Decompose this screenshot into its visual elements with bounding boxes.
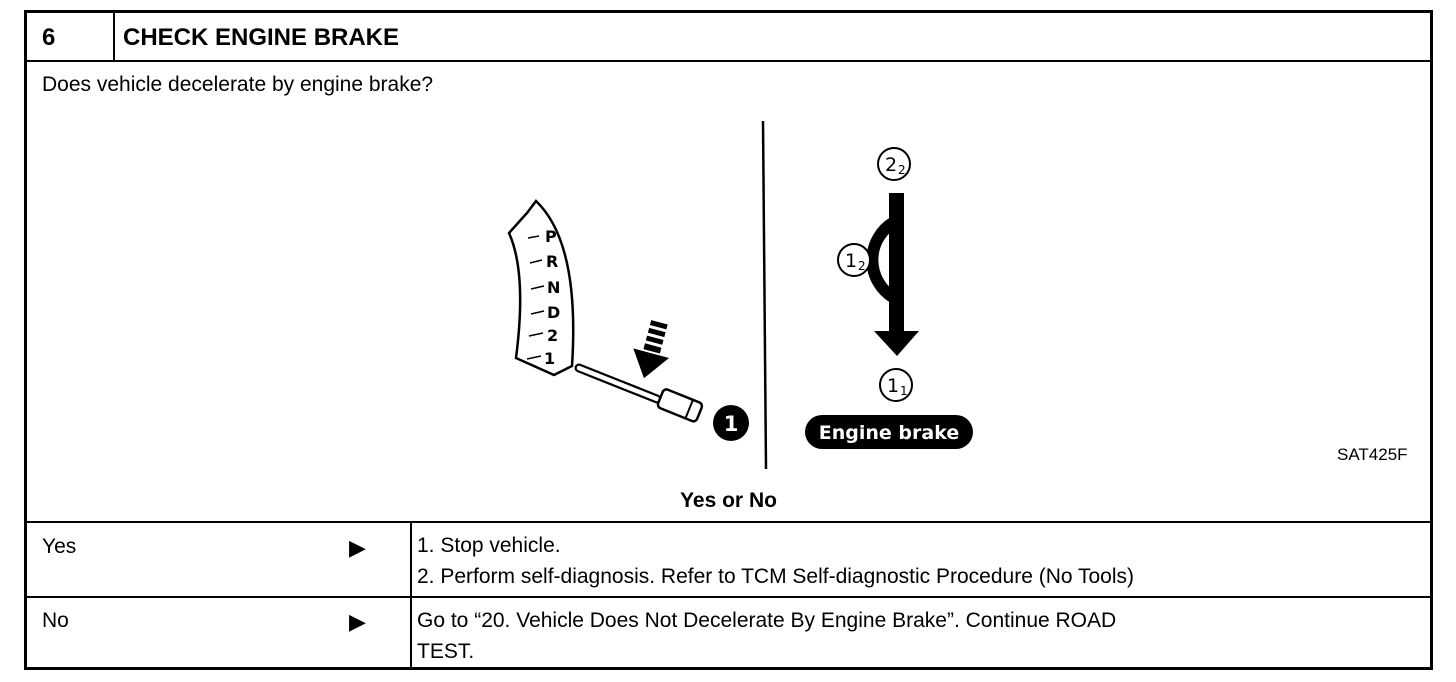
shift-arrow-head [874,331,919,356]
gear-2-2-circle [877,147,911,181]
step-title: CHECK ENGINE BRAKE [123,24,400,51]
gear-1-1-circle [879,368,913,402]
illustration-divider [761,120,768,470]
engine-brake-badge [805,415,973,449]
question-text: Does vehicle decelerate by engine brake? [42,73,434,96]
callout-1-icon [713,405,749,441]
gear-1-2-main: 1 [845,250,857,272]
row-divider [27,596,1430,598]
lever-knob [656,388,704,423]
engine-brake-label: Engine brake [819,422,959,444]
gear-1-1-sub: 1 [900,384,908,398]
decision-label: Yes or No [680,489,777,512]
figure-code: SAT425F [1337,445,1408,464]
yes-action-line-1: 1. Stop vehicle. [417,534,561,557]
gear-label-r: R [546,252,558,271]
gear-1-1-main: 1 [887,375,899,397]
engine-brake-illustration: P R N D 2 1 1 2 2 1 2 [507,120,973,470]
gear-2-2-main: 2 [885,154,897,176]
step-number: 6 [42,24,56,51]
gear-1-2-circle [837,243,871,277]
downshift-curve [866,215,900,305]
yes-arrow-icon: ▶ [349,535,366,560]
no-arrow-icon: ▶ [349,609,366,634]
gear-label-n: N [547,278,560,297]
decision-rule [27,521,1430,523]
gear-label-2: 2 [547,326,558,345]
no-action-line-1: Go to “20. Vehicle Does Not Decelerate B… [417,609,1117,632]
no-action-line-2: TEST. [417,640,475,663]
gear-2-2-sub: 2 [898,163,906,177]
procedure-table: 6 CHECK ENGINE BRAKE Does vehicle decele… [24,10,1433,670]
gear-1-2-sub: 2 [858,259,866,273]
shift-arrow-shaft [889,193,904,333]
yes-label: Yes [42,535,77,558]
no-label: No [42,609,69,632]
header-divider [113,13,115,60]
header-rule [27,60,1430,62]
action-column-divider [410,521,412,667]
gear-label-p: P [545,227,557,246]
callout-1-label: 1 [724,412,739,436]
gear-label-d: D [547,303,560,322]
gear-label-1: 1 [544,349,555,368]
push-down-arrow [633,320,670,379]
yes-action-line-2: 2. Perform self-diagnosis. Refer to TCM … [417,565,1135,588]
gear-selector-plate [507,199,575,377]
